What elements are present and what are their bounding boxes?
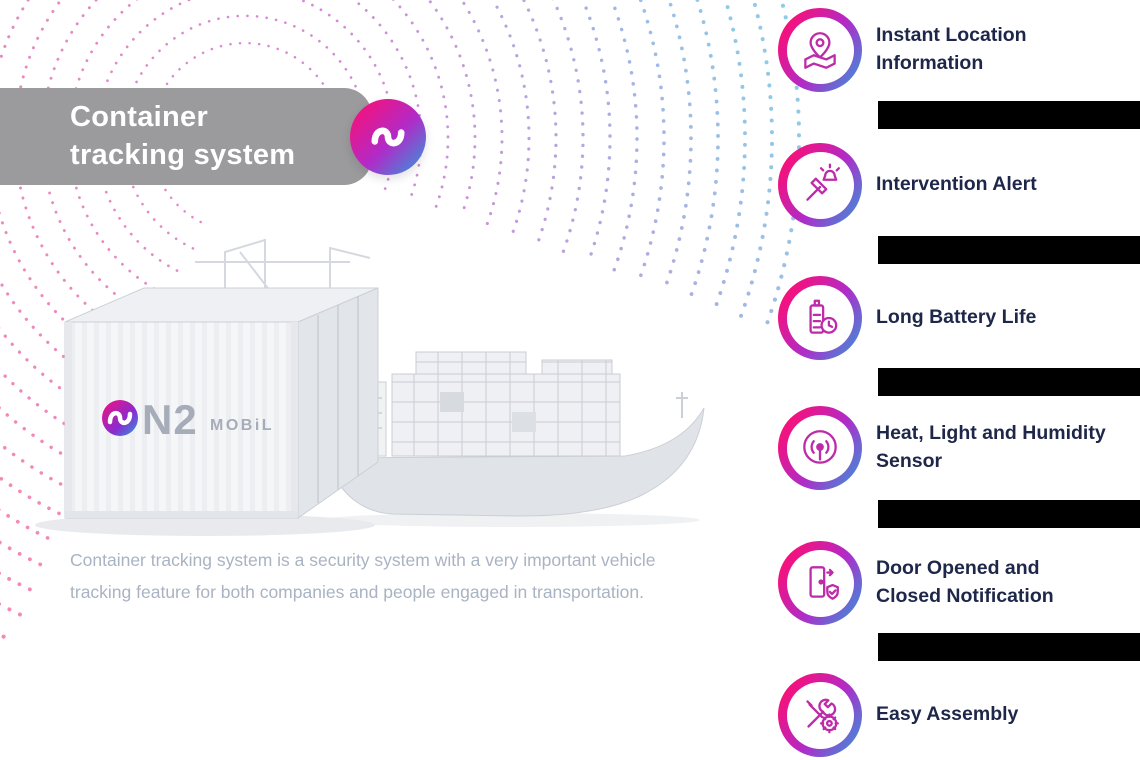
shipping-container: N2 MOBiL (35, 287, 379, 536)
door-notification-icon (778, 541, 862, 625)
feature-instant-location: Instant Location Information (778, 8, 1108, 92)
feature-label: Door Opened and Closed Notification (876, 557, 1054, 607)
location-pin-icon (778, 8, 862, 92)
intervention-alert-icon (778, 143, 862, 227)
container-logo: N2 MOBiL (102, 396, 274, 443)
battery-life-icon (778, 276, 862, 360)
description-text: Container tracking system is a security … (70, 550, 656, 602)
page-title-line1: Container (70, 101, 209, 134)
feature-label: Instant Location Information (876, 24, 1027, 74)
redacted-text-bar (878, 500, 1140, 528)
redacted-text-bar (878, 101, 1140, 129)
redacted-text-bar (878, 633, 1140, 661)
page-title: Container tracking system (70, 99, 295, 173)
container-brand-suffix-text: MOBiL (210, 417, 274, 434)
feature-label: Long Battery Life (876, 306, 1037, 329)
page-title-line2: tracking system (70, 138, 296, 171)
feature-label: Heat, Light and Humidity Sensor (876, 422, 1106, 472)
feature-easy-assembly: Easy Assembly (778, 673, 1108, 757)
container-brand-text: N2 (142, 396, 198, 443)
feature-intervention-alert: Intervention Alert (778, 143, 1108, 227)
redacted-text-bar (878, 236, 1140, 264)
n2mobil-wave-icon (371, 127, 405, 147)
sensor-icon (778, 406, 862, 490)
container-ship-illustration: N2 MOBiL (30, 222, 730, 542)
feature-long-battery-life: Long Battery Life (778, 276, 1108, 360)
feature-label: Easy Assembly (876, 703, 1019, 726)
feature-label: Intervention Alert (876, 173, 1037, 196)
n2mobil-logo-badge (350, 99, 426, 175)
redacted-text-bar (878, 368, 1140, 396)
easy-assembly-icon (778, 673, 862, 757)
title-banner: Container tracking system (0, 88, 372, 185)
feature-door-notification: Door Opened and Closed Notification (778, 541, 1108, 625)
feature-heat-light-humidity-sensor: Heat, Light and Humidity Sensor (778, 406, 1108, 490)
